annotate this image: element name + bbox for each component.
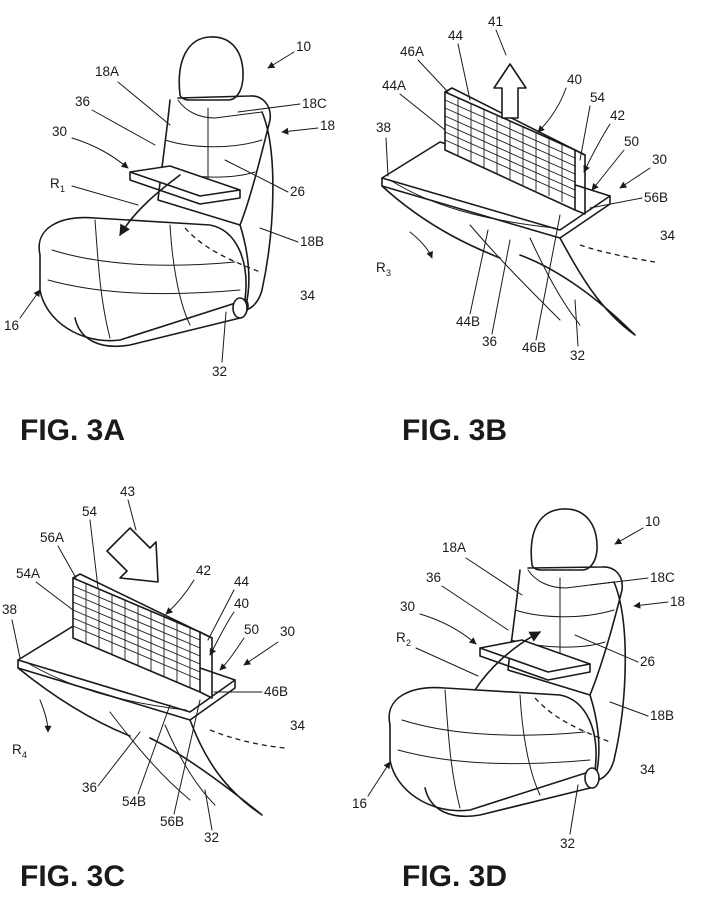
reference-labels-3a: 10 18A 18C 36 18 30 26 R 1 18B 34 16 32 xyxy=(4,39,335,379)
ref-40: 40 xyxy=(234,596,249,611)
ref-43: 43 xyxy=(120,484,135,499)
ref-56b: 56B xyxy=(644,190,668,205)
seat-drawing-3c xyxy=(18,528,285,815)
ref-18: 18 xyxy=(320,118,335,133)
figure-3c: 43 54 56A 54A 42 44 40 38 50 30 46B 34 R… xyxy=(2,484,306,893)
ref-41: 41 xyxy=(488,14,503,29)
ref-10: 10 xyxy=(296,39,311,54)
figure-caption-3d: FIG. 3D xyxy=(402,860,507,893)
figure-caption-3c: FIG. 3C xyxy=(20,860,125,893)
ref-54a: 54A xyxy=(16,566,40,581)
ref-r3: R xyxy=(376,260,386,275)
ref-10: 10 xyxy=(645,514,660,529)
ref-36: 36 xyxy=(75,94,90,109)
seat-drawing-3b xyxy=(382,64,655,335)
ref-32: 32 xyxy=(560,836,575,851)
ref-32: 32 xyxy=(212,364,227,379)
figure-3d: 10 18A 18C 36 18 30 R 2 26 18B 34 16 32 … xyxy=(352,509,685,893)
ref-18a: 18A xyxy=(442,540,466,555)
ref-r2-subscript: 2 xyxy=(406,638,411,648)
ref-54: 54 xyxy=(82,504,98,519)
ref-46b: 46B xyxy=(522,340,546,355)
ref-50: 50 xyxy=(624,134,639,149)
ref-46b: 46B xyxy=(264,684,288,699)
ref-26: 26 xyxy=(640,654,655,669)
ref-34: 34 xyxy=(300,288,316,303)
ref-36: 36 xyxy=(426,570,441,585)
ref-30: 30 xyxy=(652,152,667,167)
ref-r2: R xyxy=(396,630,406,645)
seat-drawing-3d xyxy=(389,509,625,816)
ref-r4-subscript: 4 xyxy=(22,750,27,760)
ref-18b: 18B xyxy=(650,708,674,723)
ref-42: 42 xyxy=(610,108,625,123)
ref-56b: 56B xyxy=(160,814,184,829)
ref-40: 40 xyxy=(567,72,582,87)
ref-46a: 46A xyxy=(400,44,424,59)
ref-34: 34 xyxy=(660,228,676,243)
ref-36: 36 xyxy=(482,334,497,349)
ref-r1: R xyxy=(50,176,60,191)
ref-16: 16 xyxy=(4,318,19,333)
ref-r3-subscript: 3 xyxy=(386,268,391,278)
ref-16: 16 xyxy=(352,796,367,811)
ref-36: 36 xyxy=(82,780,97,795)
ref-r1-subscript: 1 xyxy=(60,184,65,194)
ref-50: 50 xyxy=(244,622,259,637)
ref-42: 42 xyxy=(196,563,211,578)
figure-caption-3a: FIG. 3A xyxy=(20,414,125,447)
ref-18c: 18C xyxy=(302,96,327,111)
ref-26: 26 xyxy=(290,184,305,199)
ref-38: 38 xyxy=(376,120,391,135)
ref-18b: 18B xyxy=(300,234,324,249)
ref-54: 54 xyxy=(590,90,606,105)
ref-32: 32 xyxy=(204,830,219,845)
ref-54b: 54B xyxy=(122,794,146,809)
ref-44b: 44B xyxy=(456,314,480,329)
ref-32: 32 xyxy=(570,348,585,363)
ref-34: 34 xyxy=(290,718,306,733)
ref-18c: 18C xyxy=(650,570,675,585)
figure-3b: 41 46A 44 44A 40 54 42 38 50 30 56B 34 R… xyxy=(376,14,676,447)
seat-drawing-3a xyxy=(39,37,273,346)
ref-34: 34 xyxy=(640,762,656,777)
ref-18: 18 xyxy=(670,594,685,609)
ref-38: 38 xyxy=(2,602,17,617)
ref-44: 44 xyxy=(448,28,464,43)
ref-30: 30 xyxy=(400,599,415,614)
ref-30: 30 xyxy=(52,124,67,139)
ref-56a: 56A xyxy=(40,530,64,545)
ref-r4: R xyxy=(12,742,22,757)
ref-44a: 44A xyxy=(382,78,406,93)
ref-18a: 18A xyxy=(95,64,119,79)
ref-44: 44 xyxy=(234,574,250,589)
figure-3a: 10 18A 18C 36 18 30 26 R 1 18B 34 16 32 … xyxy=(4,37,335,447)
reference-labels-3d: 10 18A 18C 36 18 30 R 2 26 18B 34 16 32 xyxy=(352,514,685,851)
figure-caption-3b: FIG. 3B xyxy=(402,414,507,447)
ref-30: 30 xyxy=(280,624,295,639)
